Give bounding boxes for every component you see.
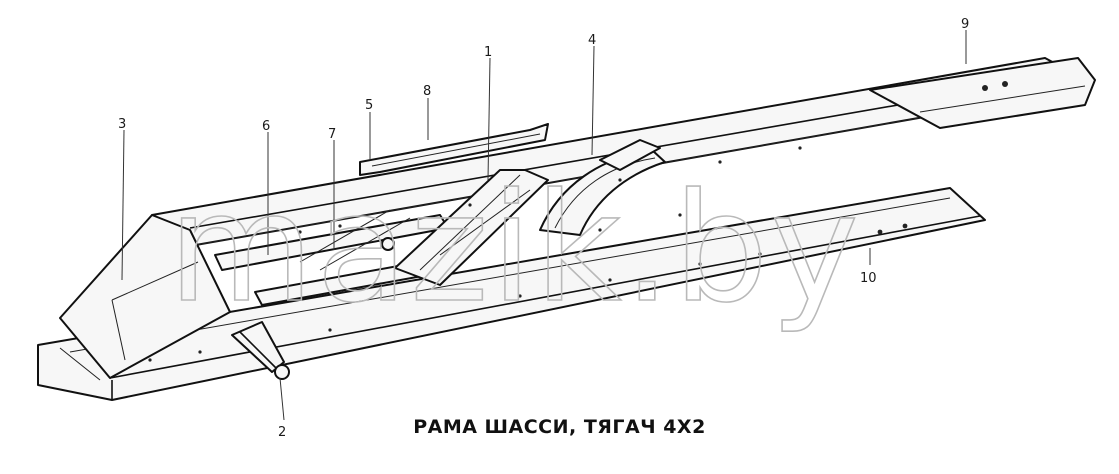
callout-7: 7	[328, 127, 336, 142]
front-bracket	[231, 237, 395, 380]
callout-6: 6	[262, 119, 270, 134]
diagram-caption: РАМА ШАССИ, ТЯГАЧ 4X2	[413, 416, 706, 438]
watermark: mazik.by	[168, 162, 861, 336]
front-cross-member	[59, 214, 231, 379]
callout-5: 5	[365, 98, 373, 113]
rivet-holes	[148, 81, 1008, 362]
callout-4: 4	[588, 33, 596, 48]
callout-9: 9	[961, 17, 969, 32]
arched-cross-member	[539, 139, 666, 236]
central-cross-member	[394, 169, 549, 286]
leader-lines	[121, 30, 967, 421]
callout-2: 2	[278, 425, 286, 440]
callout-8: 8	[423, 84, 431, 99]
callout-3: 3	[118, 117, 126, 132]
callout-1: 1	[484, 45, 492, 60]
rear-cross-member	[359, 123, 549, 176]
callout-10: 10	[860, 271, 877, 286]
